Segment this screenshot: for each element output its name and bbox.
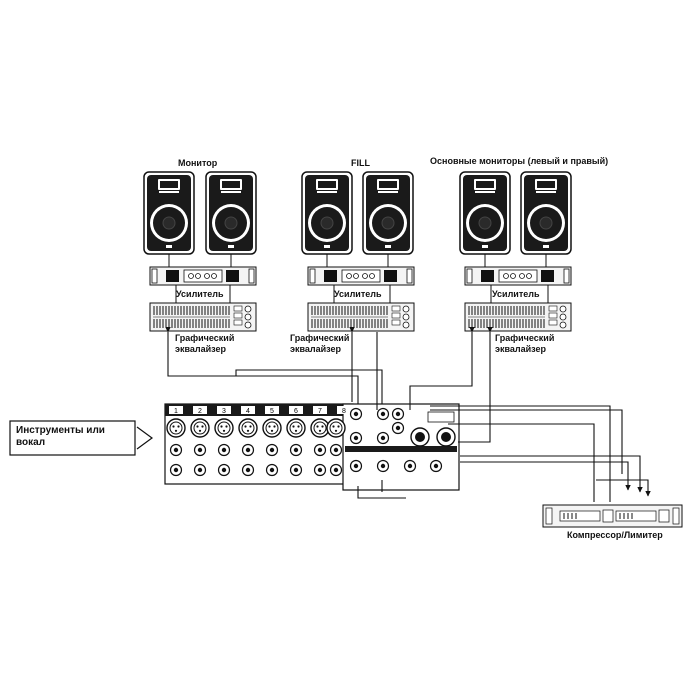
- channel-number-labels: 1 2 3 4 5 6 7 8: [169, 406, 351, 415]
- speaker-monitor-left: [143, 171, 195, 255]
- mixer: 1 2 3 4 5 6 7 8: [164, 403, 460, 491]
- channel-number-4: 4: [246, 408, 250, 415]
- label-monitor: Монитор: [178, 158, 218, 168]
- channel-number-7: 7: [318, 408, 322, 415]
- label-compressor: Компрессор/Лимитер: [567, 530, 663, 540]
- label-graphic-eq-1: Графический эквалайзер: [175, 333, 235, 354]
- channel-number-3: 3: [222, 408, 226, 415]
- speaker-fill-right: [362, 171, 414, 255]
- aux-section: [349, 407, 456, 473]
- speaker-main-right: [520, 171, 572, 255]
- label-fill: FILL: [351, 158, 370, 168]
- graphic-eq-2: [307, 302, 415, 332]
- signal-cables: [165, 327, 651, 502]
- label-graphic-eq-2: Графический эквалайзер: [290, 333, 350, 354]
- label-graphic-eq-3: Графический эквалайзер: [495, 333, 555, 354]
- graphic-eq-3: [464, 302, 572, 332]
- channel-number-1: 1: [174, 408, 178, 415]
- amplifier-2: [307, 266, 415, 286]
- instruments-label-box: [9, 420, 136, 456]
- channel-number-8: 8: [342, 408, 346, 415]
- instruments-arrow: [136, 426, 154, 450]
- speaker-main-left: [459, 171, 511, 255]
- channel-number-5: 5: [270, 408, 274, 415]
- amplifier-1: [149, 266, 257, 286]
- label-amplifier-1: Усилитель: [176, 289, 224, 299]
- speaker-amp-links: [168, 254, 549, 303]
- channel-number-2: 2: [198, 408, 202, 415]
- label-amplifier-3: Усилитель: [492, 289, 540, 299]
- amplifier-3: [464, 266, 572, 286]
- label-main-monitors: Основные мониторы (левый и правый): [430, 156, 609, 166]
- speaker-monitor-right: [205, 171, 257, 255]
- compressor-limiter: [542, 504, 683, 528]
- speaker-fill-left: [301, 171, 353, 255]
- label-amplifier-2: Усилитель: [334, 289, 382, 299]
- graphic-eq-1: [149, 302, 257, 332]
- channel-number-6: 6: [294, 408, 298, 415]
- label-instruments: Инструменты или вокал: [16, 425, 105, 448]
